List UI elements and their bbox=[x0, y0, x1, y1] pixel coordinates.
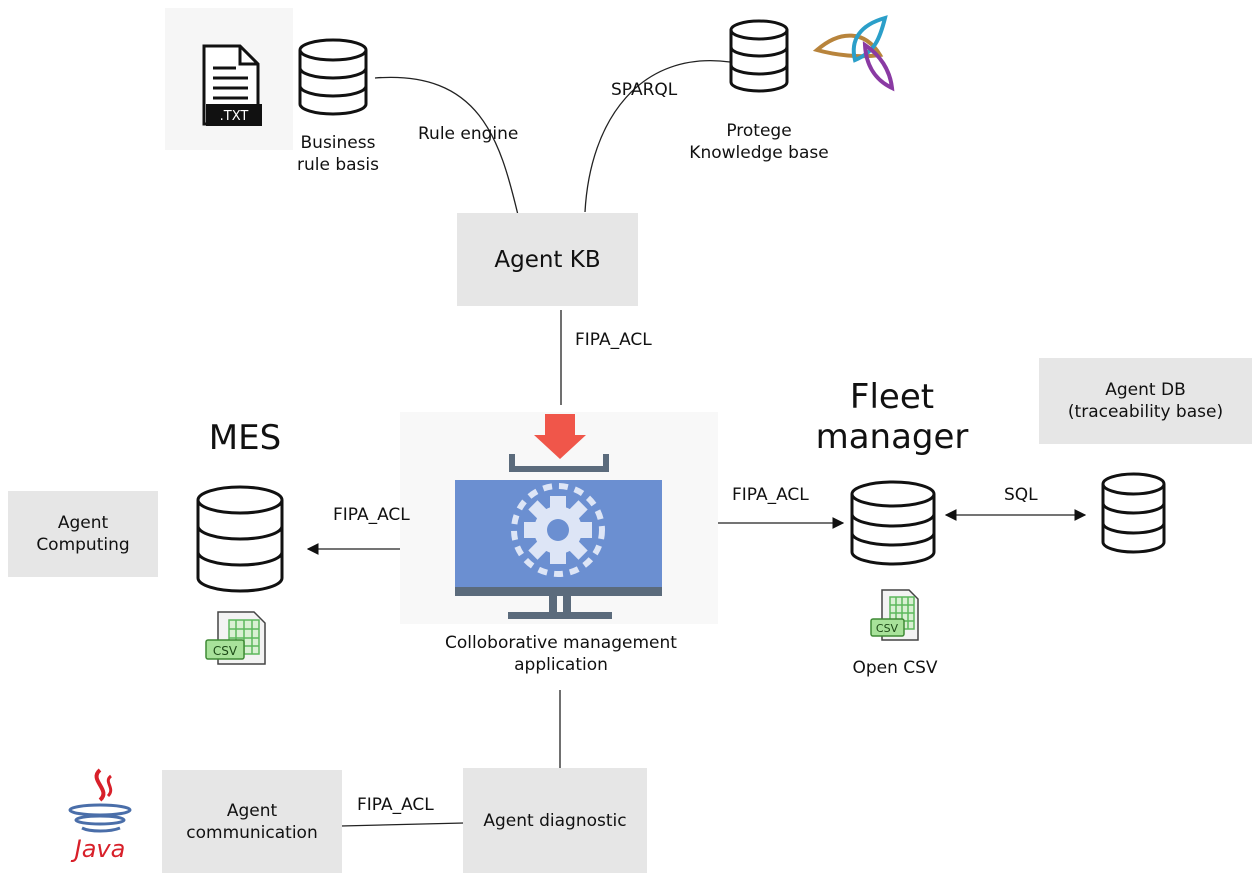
business-rule-basis-label: Business rule basis bbox=[297, 133, 379, 175]
agent-db-box: Agent DB (traceability base) bbox=[1039, 358, 1252, 444]
csv-file-icon: CSV bbox=[870, 589, 919, 641]
comm-diagnostic-connector bbox=[340, 822, 465, 827]
agent-computing-label: Agent Computing bbox=[36, 513, 130, 555]
mes-title: MES bbox=[208, 418, 282, 458]
csv-badge-label: CSV bbox=[213, 644, 238, 658]
agent-db-label: Agent DB (traceability base) bbox=[1067, 380, 1224, 422]
fleet-manager-title: Fleet manager bbox=[815, 377, 969, 457]
agent-diagnostic-label: Agent diagnostic bbox=[483, 810, 627, 831]
fleet-database-icon bbox=[850, 480, 936, 566]
agent-diagnostic-box: Agent diagnostic bbox=[463, 768, 647, 873]
csv-file-icon: CSV bbox=[205, 611, 266, 665]
mes-database-icon bbox=[196, 485, 284, 593]
txt-file-icon: .TXT bbox=[165, 8, 293, 150]
agent-kb-box: Agent KB bbox=[457, 213, 638, 306]
monitor-settings-icon bbox=[400, 412, 718, 624]
comm-diagnostic-edge-label: FIPA_ACL bbox=[357, 795, 434, 815]
protege-logo-icon bbox=[812, 15, 895, 92]
agent-kb-label: Agent KB bbox=[494, 246, 601, 273]
txt-file-label: .TXT bbox=[220, 109, 249, 124]
download-arrow-icon bbox=[534, 414, 586, 459]
business-rule-database-icon bbox=[298, 38, 368, 116]
agent-db-database-icon bbox=[1101, 472, 1166, 554]
rule-engine-connector bbox=[374, 76, 519, 216]
rule-engine-edge-label: Rule engine bbox=[418, 124, 519, 144]
protege-database-icon bbox=[729, 19, 789, 93]
mes-app-edge-label: FIPA_ACL bbox=[333, 505, 410, 525]
agent-communication-label: Agent communication bbox=[186, 800, 318, 843]
java-logo-icon: Java bbox=[68, 768, 132, 863]
sparql-edge-label: SPARQL bbox=[611, 80, 678, 100]
kb-app-edge-label: FIPA_ACL bbox=[575, 330, 652, 350]
sparql-connector bbox=[584, 60, 731, 213]
protege-kb-label: Protege Knowledge base bbox=[689, 121, 829, 163]
collab-app-label: Colloborative management application bbox=[445, 633, 677, 675]
fleet-db-edge-label: SQL bbox=[1004, 485, 1038, 505]
open-csv-label: Open CSV bbox=[852, 658, 938, 678]
agent-communication-box: Agent communication bbox=[162, 770, 342, 873]
agent-computing-box: Agent Computing bbox=[8, 491, 158, 577]
java-logo-label: Java bbox=[71, 835, 126, 863]
csv-badge-label: CSV bbox=[876, 622, 899, 635]
app-fleet-edge-label: FIPA_ACL bbox=[732, 485, 809, 505]
